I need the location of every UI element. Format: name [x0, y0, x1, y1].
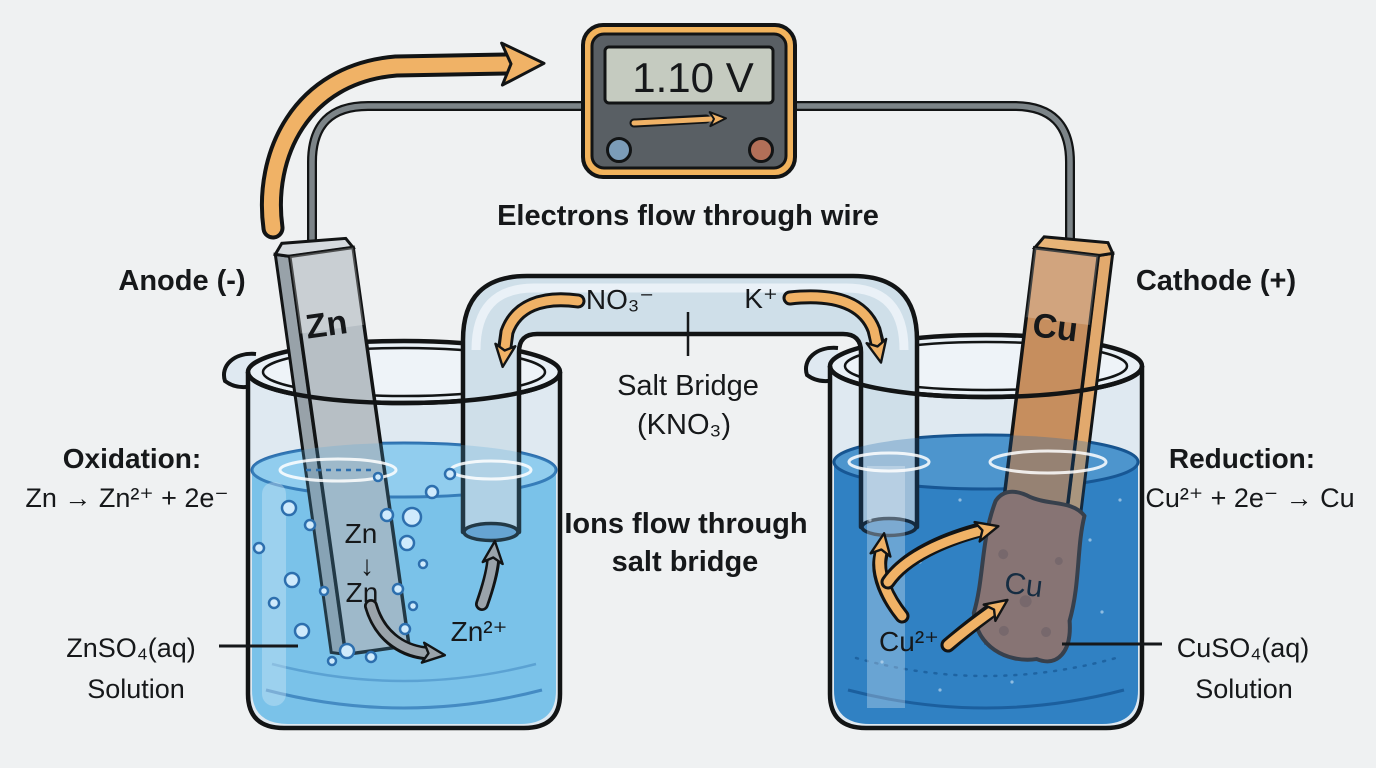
zn-solution-tint	[252, 443, 556, 724]
voltmeter: 1.10 V	[581, 23, 797, 179]
waterline-ripples	[278, 449, 1108, 483]
oxidation-equation: Zn → Zn²⁺ + 2e⁻	[25, 483, 228, 513]
zn-atom-arrow: ↓	[360, 550, 374, 581]
cation-arrow	[782, 289, 888, 364]
cu-solution-word: Solution	[1195, 674, 1293, 704]
salt-bridge-title: Salt Bridge	[617, 370, 759, 402]
cu-electrode-label: Cu	[1030, 306, 1080, 349]
zn-electrode: Zn	[272, 236, 412, 657]
right-wire	[780, 101, 1075, 248]
cu-ion-label: Cu²⁺	[879, 626, 939, 657]
zn-solution-formula: ZnSO₄(aq)	[66, 633, 196, 663]
anion-arrow	[494, 292, 586, 369]
zn-ion-label: Zn²⁺	[451, 616, 508, 647]
right-beaker-rim-front	[827, 365, 1145, 400]
zn-ion-to-bridge-arrow	[475, 539, 504, 611]
zn-dissolve-arrow	[364, 599, 447, 664]
left-beaker-rim-front	[245, 371, 563, 406]
cu-solution-tint	[834, 435, 1138, 724]
reduction-title: Reduction:	[1169, 443, 1315, 474]
ion-flow-caption-line1: Ions flow through	[564, 508, 807, 540]
voltmeter-display	[603, 45, 775, 105]
reduction-equation: Cu²⁺ + 2e⁻ → Cu	[1145, 483, 1354, 513]
ion-flow-caption-line2: salt bridge	[612, 546, 759, 578]
anion-label: NO₃⁻	[586, 284, 654, 315]
cu-deposit-arrow-1	[880, 520, 1000, 590]
salt-bridge-tube	[460, 273, 920, 543]
voltmeter-reading: 1.10 V	[632, 54, 753, 101]
cu-deposit-label: Cu	[1003, 567, 1045, 604]
salt-bridge-formula: (KNO₃)	[637, 409, 731, 441]
cu-solution-formula: CuSO₄(aq)	[1177, 633, 1310, 663]
anode-label: Anode (-)	[118, 265, 245, 297]
terminal-positive	[748, 137, 774, 163]
oxidation-title: Oxidation:	[63, 443, 201, 474]
electron-flow-arrow	[259, 41, 546, 240]
cation-label: K⁺	[744, 283, 777, 314]
zn-atom-label-2: Zn	[346, 577, 379, 608]
zn-solution-word: Solution	[87, 674, 185, 704]
cathode-label: Cathode (+)	[1136, 265, 1296, 297]
left-wire	[307, 101, 600, 250]
terminal-negative	[606, 137, 632, 163]
electron-flow-caption: Electrons flow through wire	[497, 200, 879, 232]
zn-atom-label: Zn	[345, 518, 378, 549]
cu-deposit-arrow-2	[940, 598, 1009, 653]
zn-electrode-label: Zn	[303, 303, 349, 346]
bubbles	[252, 467, 457, 667]
meter-needle-arrow	[629, 111, 727, 128]
